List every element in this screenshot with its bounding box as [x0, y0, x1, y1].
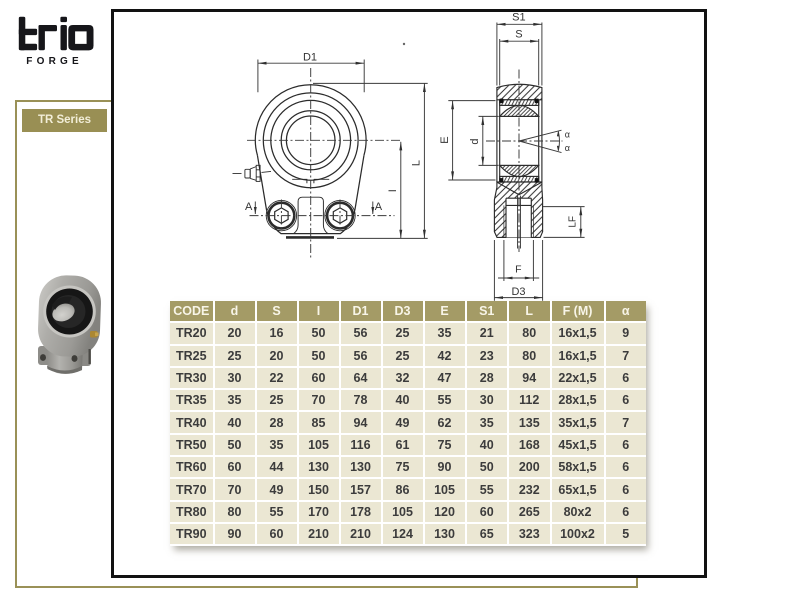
svg-text:D3: D3 — [511, 286, 525, 298]
svg-text:d: d — [469, 139, 481, 145]
svg-text:S: S — [515, 29, 522, 41]
svg-text:α: α — [565, 130, 570, 140]
svg-text:FORGE: FORGE — [26, 56, 83, 67]
svg-text:α: α — [565, 143, 570, 153]
svg-text:A: A — [375, 201, 383, 213]
svg-text:A: A — [245, 201, 253, 213]
svg-text:F: F — [515, 264, 521, 276]
svg-text:E: E — [439, 136, 451, 143]
svg-text:S1: S1 — [512, 12, 525, 24]
svg-text:D1: D1 — [303, 52, 317, 64]
svg-text:L: L — [411, 160, 423, 166]
svg-text:LF: LF — [567, 216, 578, 228]
svg-text:I: I — [387, 189, 399, 192]
